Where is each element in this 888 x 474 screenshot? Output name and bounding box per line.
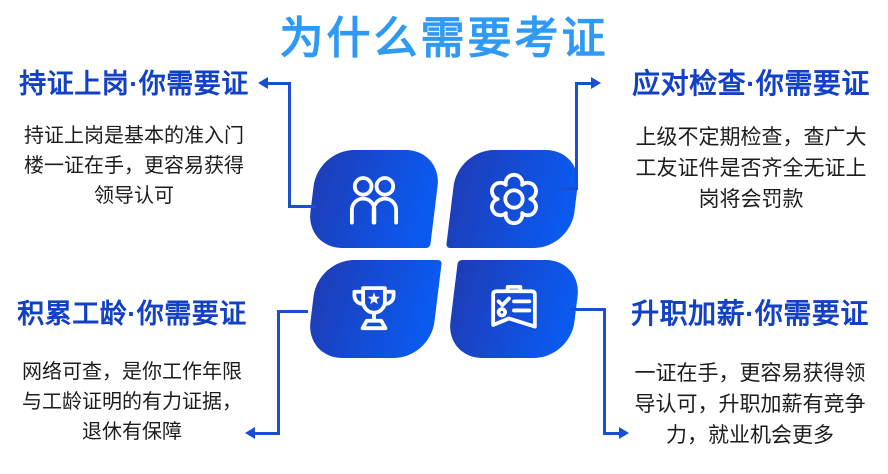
quadrant-heading: 持证上岗·你需要证 (19, 69, 249, 99)
quadrant-body: 网络可查，是你工作年限 与工龄证明的有力证据， 退休有保障 (22, 361, 242, 443)
quadrant-body: 上级不定期检查，查广大 工友证件是否齐全无证上 岗将会罚款 (635, 126, 867, 211)
arrow-left-icon (258, 77, 268, 89)
arrow-left-icon (245, 427, 255, 439)
quadrant-body: 一证在手，更容易获得领 导认可，升职加薪有竞争 力，就业机会更多 (634, 362, 866, 447)
connector-segment (277, 310, 280, 435)
connector-segment (268, 82, 291, 85)
petal-bottom-right (445, 260, 583, 358)
petal-bottom-left (305, 260, 443, 358)
quadrant-heading: 积累工龄·你需要证 (17, 299, 247, 329)
quadrant-body: 持证上岗是基本的准入门 楼一证在手，更容易获得 领导认可 (24, 125, 244, 207)
connector-segment (288, 205, 316, 208)
connector-segment (288, 82, 291, 208)
gear-icon (490, 172, 538, 226)
connector-segment (603, 432, 620, 435)
people-icon (349, 176, 399, 225)
quadrant-heading: 升职加薪·你需要证 (631, 298, 869, 329)
trophy-icon (352, 286, 396, 331)
quadrant-top-left: 持证上岗·你需要证 持证上岗是基本的准入门 楼一证在手，更容易获得 领导认可 (8, 62, 260, 211)
quadrant-bottom-left: 积累工龄·你需要证 网络可查，是你工作年限 与工龄证明的有力证据， 退休有保障 (6, 292, 258, 447)
connector-segment (558, 187, 578, 190)
connector-segment (575, 82, 578, 190)
petal-top-left (305, 150, 443, 248)
page-title: 为什么需要考证 (279, 14, 609, 63)
arrow-right-icon (591, 77, 601, 89)
quadrant-heading: 应对检查·你需要证 (632, 68, 870, 99)
quadrant-top-right: 应对检查·你需要证 上级不定期检查，查广大 工友证件是否齐全无证上 岗将会罚款 (620, 62, 882, 215)
connector-segment (570, 308, 606, 311)
quadrant-bottom-right: 升职加薪·你需要证 一证在手，更容易获得领 导认可，升职加薪有竞争 力，就业机会… (618, 292, 882, 451)
arrow-right-icon (619, 427, 629, 439)
connector-segment (277, 310, 308, 313)
connector-segment (603, 308, 606, 435)
connector-segment (575, 82, 592, 85)
certificate-icon (491, 284, 537, 329)
petal-top-right (445, 150, 583, 248)
connector-segment (255, 432, 280, 435)
